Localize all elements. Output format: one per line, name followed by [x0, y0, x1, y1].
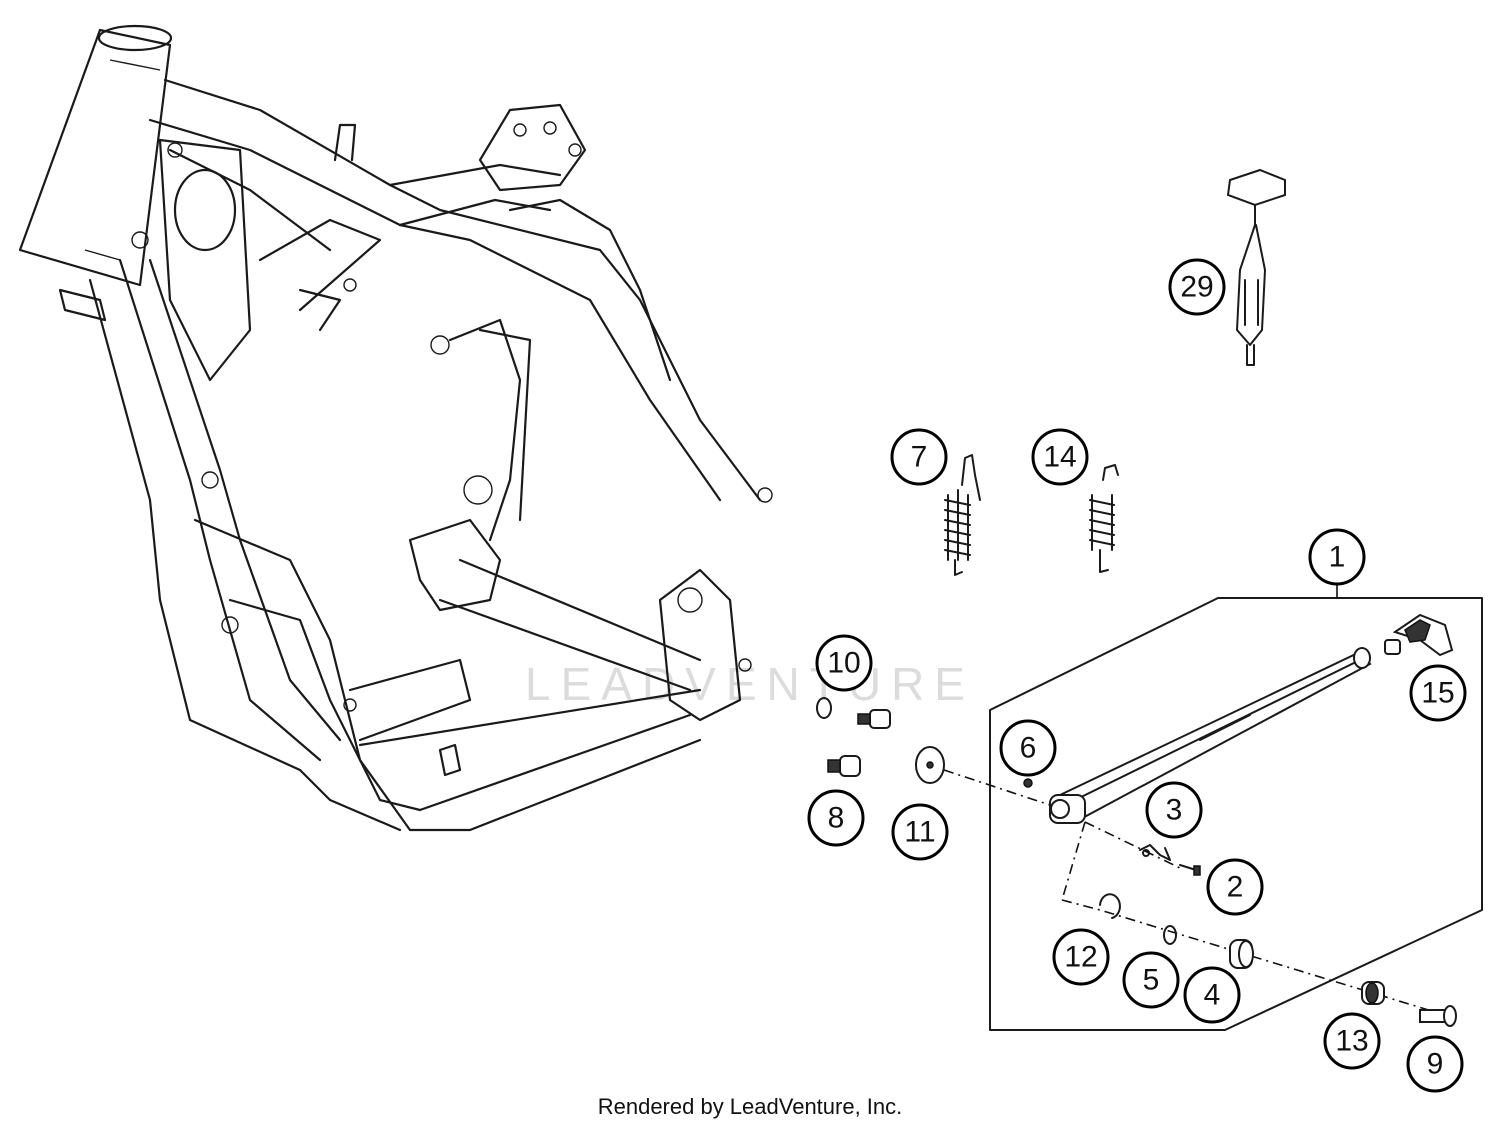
callout-7-label: 7 [911, 441, 928, 474]
callout-29[interactable]: 29 [1168, 258, 1226, 316]
kit-box [989, 585, 1483, 1031]
watermark-text: LEADVENTURE [525, 658, 975, 710]
small-parts [816, 697, 1051, 806]
callout-11-label: 11 [904, 816, 935, 849]
callout-3-label: 3 [1166, 794, 1183, 827]
callout-13-label: 13 [1335, 1025, 1368, 1058]
callout-10[interactable]: 10 [815, 634, 873, 692]
side-stand [1049, 613, 1454, 824]
callout-1-label: 1 [1329, 541, 1346, 574]
callout-6[interactable]: 6 [999, 719, 1057, 777]
callout-15-label: 15 [1421, 677, 1454, 710]
callout-14-label: 14 [1043, 441, 1076, 474]
callout-5[interactable]: 5 [1122, 951, 1180, 1009]
callout-8-label: 8 [828, 802, 845, 835]
callouts: 1 2 3 4 5 6 7 8 [807, 258, 1467, 1093]
callout-15[interactable]: 15 [1409, 664, 1467, 722]
callout-14[interactable]: 14 [1031, 428, 1089, 486]
callout-29-label: 29 [1180, 271, 1213, 304]
callout-7[interactable]: 7 [890, 428, 948, 486]
callout-9[interactable]: 9 [1406, 1035, 1464, 1093]
callout-5-label: 5 [1143, 964, 1160, 997]
spring-7 [944, 454, 981, 576]
callout-4[interactable]: 4 [1183, 966, 1241, 1024]
callout-12[interactable]: 12 [1052, 928, 1110, 986]
callout-10-label: 10 [827, 647, 860, 680]
motorcycle-frame [18, 24, 773, 832]
hardware-chain [1023, 778, 1457, 1027]
spring-14 [1089, 464, 1119, 573]
callout-11[interactable]: 11 [891, 803, 949, 861]
callout-1[interactable]: 1 [1308, 528, 1366, 586]
callout-12-label: 12 [1064, 941, 1097, 974]
callout-13[interactable]: 13 [1323, 1012, 1381, 1070]
callout-4-label: 4 [1204, 979, 1221, 1012]
spring-hook-tool [1226, 168, 1286, 366]
callout-3[interactable]: 3 [1145, 781, 1203, 839]
callout-2[interactable]: 2 [1206, 858, 1264, 916]
callout-8[interactable]: 8 [807, 789, 865, 847]
callout-9-label: 9 [1427, 1048, 1444, 1081]
footer-credit: Rendered by LeadVenture, Inc. [597, 1094, 903, 1119]
callout-2-label: 2 [1227, 871, 1244, 904]
callout-6-label: 6 [1020, 732, 1037, 765]
